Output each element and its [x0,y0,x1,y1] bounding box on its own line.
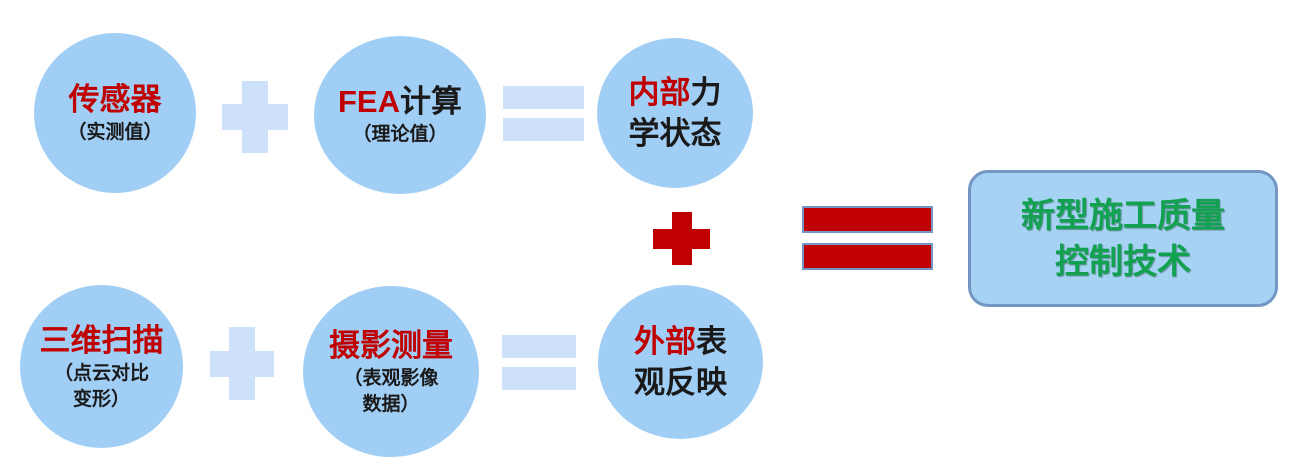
equals-bar [503,86,584,109]
sensor-title-text: 传感器 [68,82,162,117]
scan-subtitle-line1: （点云对比 [53,362,149,384]
external-line2: 观反映 [634,365,727,400]
equals-red-bar [802,243,933,270]
fea-title-black: 计算 [400,84,462,119]
internal-state-line2: 学状态 [628,116,722,151]
plus-icon [210,327,274,400]
scan-title: 三维扫描 [40,321,164,361]
equals-red-bar [802,206,933,233]
fea-title-red: FEA [338,84,400,119]
final-result-line2: 控制技术 [1055,242,1191,281]
equals-red-icon [802,206,933,270]
fea-subtitle: （理论值） [352,124,448,145]
plus-icon [222,81,288,153]
plus-red-icon [653,212,710,265]
photo-subtitle-line1: （表观影像 [343,367,439,389]
internal-state-line1: 内部力 [629,72,722,113]
sensor-title: 传感器 [69,80,162,120]
photo-title-text: 摄影测量 [329,327,453,363]
internal-state-line1-red: 内部 [628,75,691,110]
final-result-line1: 新型施工质量 [1021,196,1225,235]
photo-title: 摄影测量 [329,326,453,366]
fea-title: FEA计算 [338,82,462,122]
equals-bar [503,118,584,141]
circle-photogrammetry: 摄影测量 （表观影像 数据） [303,286,479,457]
circle-external-appearance: 外部表 观反映 [598,285,763,439]
external-line1-red: 外部 [634,324,696,359]
equals-icon [503,86,584,141]
scan-title-text: 三维扫描 [39,322,164,358]
final-result-box: 新型施工质量 控制技术 [968,170,1278,307]
circle-sensor: 传感器 （实测值） [34,33,196,193]
sensor-subtitle: （实测值） [67,122,163,143]
external-line1: 外部表 [634,321,727,362]
circle-3d-scan: 三维扫描 （点云对比 变形） [20,285,183,448]
equals-icon [502,335,576,391]
internal-state-line1-black: 力 [690,75,722,110]
equals-bar [502,335,576,358]
circle-fea: FEA计算 （理论值） [314,36,486,194]
external-line1-black: 表 [696,324,727,359]
circle-internal-state: 内部力 学状态 [597,38,753,188]
equals-bar [502,367,576,390]
scan-subtitle-line2: 变形） [72,388,130,410]
photo-subtitle-line2: 数据） [362,393,420,415]
